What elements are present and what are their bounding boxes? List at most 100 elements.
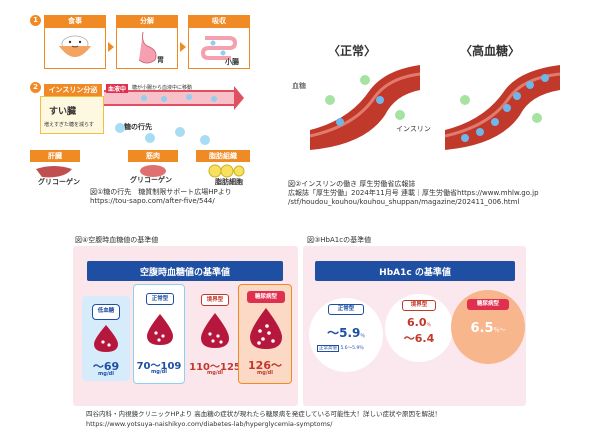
hba1c-diabetic-value: 6.5％～ <box>451 321 525 336</box>
fig1-panel: 1 2 食事 分解 胃 吸収 小腸 インスリン分泌 すい臓 増えすぎた糖を減らす <box>0 0 290 215</box>
diabetic-value-text: 126～ <box>248 359 282 372</box>
drop-border-icon <box>201 313 229 348</box>
stomach-label: 胃 <box>157 56 164 64</box>
hba1c-diabetic-value-text: 6.5 <box>470 321 494 336</box>
fat-cell-label: 脂肪細胞 <box>215 178 243 186</box>
border-value-text: 110～125 <box>189 362 241 373</box>
normal-unit: mg/dl <box>134 369 184 375</box>
arrow-digest-absorb-icon <box>180 42 186 52</box>
hba1c-normal-value-text: ～5.9 <box>327 326 361 340</box>
rice-bowl-icon <box>59 35 91 57</box>
liver-label: 肝臓 <box>30 150 80 162</box>
fig1-caption-link[interactable]: https://tou-sapo.com/after-five/544/ <box>90 197 215 205</box>
border-tag: 境界型 <box>201 294 229 306</box>
intestine-label: 小腸 <box>225 58 239 66</box>
hypo-unit: mg/dl <box>82 371 130 377</box>
arrow-eat-digest-icon <box>108 42 114 52</box>
drop-diabetic-icon <box>250 308 282 349</box>
normal-value-text: 70～109 <box>136 361 182 372</box>
fat-tissue-label: 脂肪組織 <box>196 150 250 162</box>
normal-tag: 正常型 <box>146 293 174 305</box>
pancreas-note: 増えすぎた糖を減らす <box>44 122 94 128</box>
hba1c-border-value2: ～6.4 <box>403 332 435 345</box>
stomach-icon <box>138 31 157 64</box>
hba1c-border-unit: ％ <box>426 323 432 328</box>
card-hypoglycemia: 低血糖 ～69 mg/dl <box>82 296 130 381</box>
hba1c-normal-circle: 正常型 ～5.9％ 正常高値 5.6～5.9％ <box>309 298 383 372</box>
border-unit: mg/dl <box>189 370 241 376</box>
hba1c-border-circle: 境界型 6.0％ ～6.4 <box>385 294 453 362</box>
fig1-caption-line1: 図①糖の行先 糖質制限サポート広場HPより <box>90 188 232 196</box>
fig3-title: HbA1c の基準値 <box>379 268 451 278</box>
insulin-pointer-label: インスリン <box>396 125 431 133</box>
normal-title: 〈正常〉 <box>328 44 377 58</box>
card-diabetic: 糖尿病型 126～ mg/dl <box>238 284 292 384</box>
diabetic-unit-text: mg/dl <box>257 370 273 376</box>
glycogen-muscle-label: グリコーゲン <box>130 176 172 184</box>
sugar-bubbles <box>115 123 210 145</box>
hba1c-border-value1: 6.0 <box>407 316 427 329</box>
hypo-tag: 低血糖 <box>92 304 120 320</box>
hba1c-normal-high-row: 正常高値 5.6～5.9％ <box>317 345 364 352</box>
absorb-box: 小腸 <box>188 27 250 69</box>
fig3-kicker: 図③HbA1cの基準値 <box>307 236 372 244</box>
card-borderline: 境界型 110～125 mg/dl <box>189 288 241 384</box>
pancreas-box: すい臓 増えすぎた糖を減らす <box>40 96 104 134</box>
digest-box: 胃 <box>116 27 178 69</box>
blood-note: 糖が小腸から血液中に移動 <box>132 85 193 91</box>
hba1c-diabetic-tag: 糖尿病型 <box>467 299 509 310</box>
drop-normal-icon <box>147 314 173 345</box>
hba1c-diabetic-unit: ％～ <box>493 327 506 334</box>
hba1c-normal-unit: ％ <box>360 334 365 339</box>
diabetic-unit: mg/dl <box>239 370 291 376</box>
fig3-title-banner: HbA1c の基準値 <box>315 261 515 281</box>
diabetic-tag: 糖尿病型 <box>247 291 285 303</box>
sugar-destination-label: 糖の行先 <box>124 123 152 131</box>
eat-box <box>44 27 106 69</box>
normal-high-label: 正常高値 <box>317 345 339 352</box>
fig4-kicker: 図④空腹時血糖値の基準値 <box>75 236 159 244</box>
blood-vessel <box>104 86 244 110</box>
hba1c-normal-tag: 正常型 <box>328 304 364 315</box>
fig4-title-banner: 空腹時血糖値の基準値 <box>87 261 283 281</box>
absorb-box-label: 吸収 <box>188 15 250 27</box>
normal-value: 70～109 <box>134 357 184 372</box>
card-normal: 正常型 70～109 mg/dl <box>133 284 185 384</box>
hba1c-diabetic-circle: 糖尿病型 6.5％～ <box>451 290 525 364</box>
fig3-panel: HbA1c の基準値 正常型 ～5.9％ 正常高値 5.6～5.9％ 境界型 6… <box>303 246 526 406</box>
eat-box-label: 食事 <box>44 15 106 27</box>
step2-badge: 2 <box>30 82 41 93</box>
glycogen-liver-label: グリコーゲン <box>38 178 80 186</box>
insulin-secretion-label: インスリン分泌 <box>44 84 102 96</box>
digest-box-label: 分解 <box>116 15 178 27</box>
high-glucose-vessel-illustration <box>445 65 560 150</box>
hba1c-border-value2-row: ～6.4 <box>385 330 453 346</box>
diabetic-value: 126～ <box>239 357 291 373</box>
hypo-unit-text: mg/dl <box>98 371 114 377</box>
border-unit-text: mg/dl <box>207 370 223 376</box>
fig4-panel: 空腹時血糖値の基準値 低血糖 ～69 mg/dl 正常型 70～109 mg/d… <box>73 246 298 406</box>
normal-vessel-illustration <box>310 65 420 150</box>
fig2-caption-link[interactable]: /stf/houdou_kouhou/kouhou_shuppan/magazi… <box>288 198 520 206</box>
high-glucose-title: 〈高血糖〉 <box>460 44 521 58</box>
muscle-icon <box>140 165 166 177</box>
fig2-panel: 〈正常〉 〈高血糖〉 血糖 インスリン 図②インスリンの働き 厚生労働省広報誌 … <box>288 0 600 215</box>
hba1c-normal-value: ～5.9％ <box>309 324 383 341</box>
muscle-label: 筋肉 <box>128 150 178 162</box>
fig2-caption-line2: 広報誌「厚生労働」2024年11月号 連載｜厚生労働省https://www.m… <box>288 189 539 197</box>
hba1c-border-value: 6.0％ <box>385 316 453 329</box>
footer-link[interactable]: https://www.yotsuya-naishikyo.com/diabet… <box>86 420 333 428</box>
drop-low-icon <box>94 325 118 352</box>
border-value: 110～125 <box>189 358 241 373</box>
hypo-value: ～69 <box>82 358 130 374</box>
fig4-title: 空腹時血糖値の基準値 <box>139 268 230 278</box>
footer-credit: 四谷内科・内視鏡クリニックHPより 高血糖の症状が現れたら糖尿病を発症している可… <box>86 410 442 418</box>
blood-tag: 血液中 <box>106 84 129 93</box>
liver-icon <box>36 166 72 178</box>
hypo-value-text: ～69 <box>92 360 120 373</box>
hba1c-border-tag: 境界型 <box>402 300 436 311</box>
fig2-caption-line1: 図②インスリンの働き 厚生労働省広報誌 <box>288 180 416 188</box>
step1-badge: 1 <box>30 15 41 26</box>
pancreas-label: すい臓 <box>49 107 77 117</box>
blood-sugar-pointer-label: 血糖 <box>292 82 306 90</box>
